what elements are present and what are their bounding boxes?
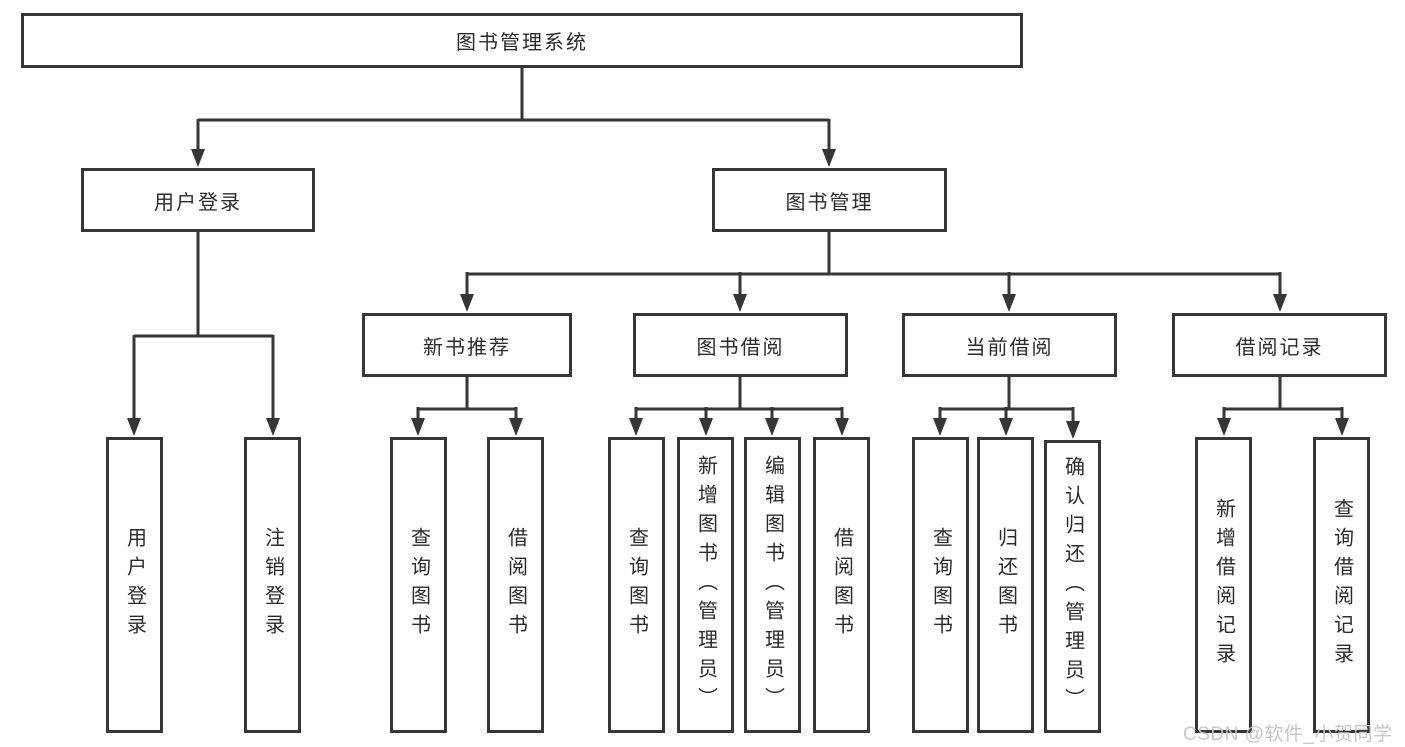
node-label: 查询借阅记录 — [1330, 498, 1353, 672]
node-label: 查询图书 — [929, 527, 952, 643]
node-label: 注销登录 — [261, 527, 284, 643]
node-label: 查询图书 — [407, 527, 430, 643]
node-book-management: 图书管理 — [712, 168, 947, 232]
node-new-book-recommend: 新书推荐 — [362, 313, 572, 377]
arrow-down-icon — [1217, 418, 1231, 436]
arrow-down-icon — [411, 418, 425, 436]
arrow-down-icon — [1335, 418, 1349, 436]
node-label: 借阅图书 — [504, 527, 527, 643]
node-leaf-logout: 注销登录 — [244, 437, 301, 733]
arrow-down-icon — [629, 418, 643, 436]
arrow-down-icon — [999, 418, 1013, 436]
node-leaf-query-books: 查询图书 — [390, 437, 447, 733]
node-label: 图书借阅 — [696, 336, 785, 359]
node-label: 新书推荐 — [423, 336, 511, 359]
arrow-down-icons — [127, 149, 1349, 439]
node-leaf-return-books: 归还图书 — [977, 437, 1034, 733]
node-leaf-query-books: 查询图书 — [912, 437, 969, 733]
arrow-down-icon — [1273, 294, 1287, 312]
arrow-down-icon — [460, 294, 474, 312]
arrow-down-icon — [1066, 421, 1080, 439]
node-label: 新增图书（管理员） — [694, 454, 717, 716]
node-label: 借阅记录 — [1235, 336, 1324, 359]
arrow-down-icon — [933, 418, 947, 436]
node-label: 借阅图书 — [830, 527, 853, 643]
node-label: 用户登录 — [154, 191, 242, 214]
node-label: 用户登录 — [123, 527, 146, 643]
node-leaf-query-books: 查询图书 — [608, 437, 665, 733]
arrow-down-icon — [509, 418, 523, 436]
arrow-down-icon — [266, 418, 280, 436]
arrow-down-icon — [822, 149, 836, 167]
node-label: 确认归还（管理员） — [1061, 456, 1084, 717]
node-leaf-add-books-admin: 新增图书（管理员） — [677, 437, 734, 733]
node-book-borrowing: 图书借阅 — [633, 313, 848, 377]
arrow-down-icon — [191, 149, 205, 167]
node-label: 图书管理系统 — [456, 32, 588, 54]
csdn-watermark: CSDN @软件_小贺同学 — [1183, 724, 1393, 745]
arrow-down-icon — [835, 418, 849, 436]
arrow-down-icon — [127, 418, 141, 436]
node-borrowing-records: 借阅记录 — [1172, 313, 1387, 377]
arrow-down-icon — [765, 418, 779, 436]
node-leaf-add-borrow-record: 新增借阅记录 — [1195, 437, 1252, 733]
node-leaf-confirm-return-admin: 确认归还（管理员） — [1044, 440, 1101, 733]
node-library-management-system: 图书管理系统 — [21, 13, 1023, 68]
node-label: 归还图书 — [994, 527, 1017, 643]
arrow-down-icon — [699, 418, 713, 436]
node-leaf-edit-books-admin: 编辑图书（管理员） — [744, 437, 801, 733]
node-leaf-query-borrow-record: 查询借阅记录 — [1313, 437, 1370, 733]
arrow-down-icon — [733, 294, 747, 312]
node-label: 图书管理 — [785, 191, 874, 214]
node-label: 新增借阅记录 — [1212, 498, 1235, 672]
node-current-borrowing: 当前借阅 — [902, 313, 1117, 377]
node-user-login: 用户登录 — [81, 168, 315, 232]
node-leaf-borrow-books: 借阅图书 — [813, 437, 870, 733]
node-label: 当前借阅 — [965, 336, 1054, 359]
node-label: 编辑图书（管理员） — [761, 454, 784, 716]
arrow-down-icon — [1002, 294, 1016, 312]
node-leaf-user-login: 用户登录 — [106, 437, 163, 733]
node-leaf-borrow-books: 借阅图书 — [487, 437, 544, 733]
node-label: 查询图书 — [625, 527, 648, 643]
